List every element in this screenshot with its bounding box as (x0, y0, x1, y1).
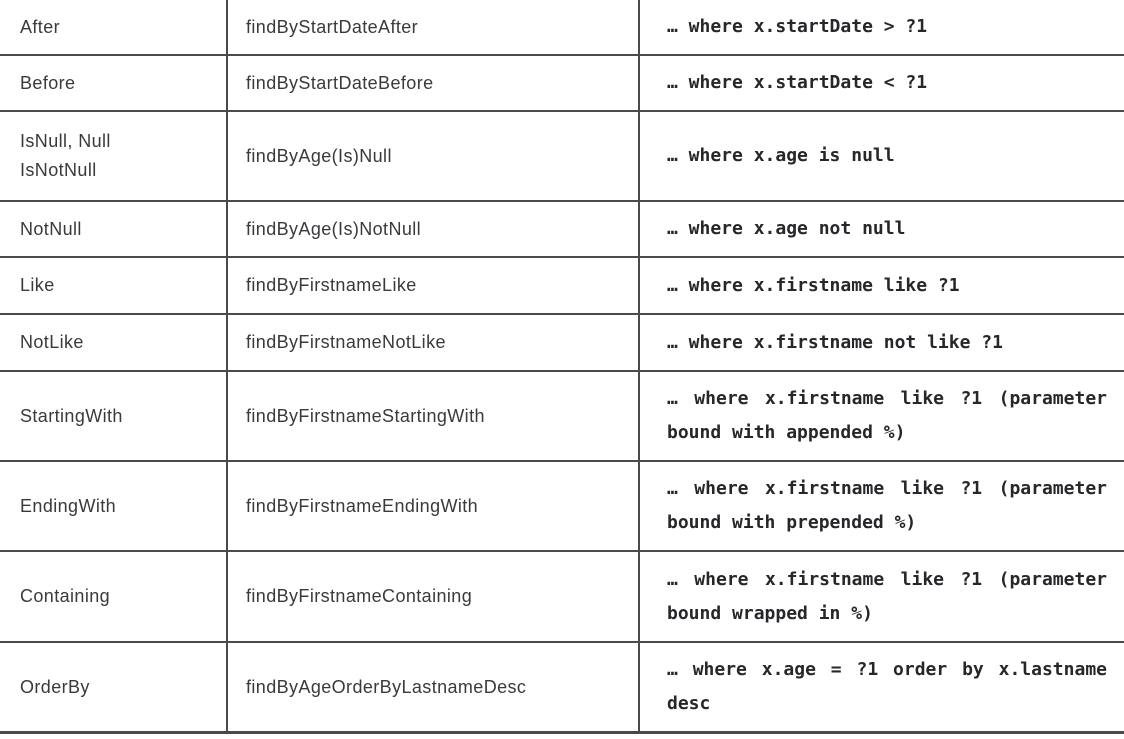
jpql-snippet-cell: … where x.startDate < ?1 (638, 55, 1124, 112)
jpql-snippet-cell: … where x.firstname not like ?1 (638, 314, 1124, 372)
jpql-snippet-text: … where x.age not null (667, 218, 906, 239)
keyword-cell: After (0, 0, 227, 56)
sample-method-text: findByAge(Is)Null (246, 145, 392, 166)
jpql-snippet-cell: … where x.firstname like ?1 (parameter b… (638, 371, 1124, 462)
jpql-snippet-text: … where x.firstname like ?1 (parameter b… (667, 478, 1107, 533)
sample-method-cell: findByStartDateAfter (226, 0, 639, 56)
sample-method-cell: findByAgeOrderByLastnameDesc (226, 642, 639, 734)
sample-method-text: findByFirstnameStartingWith (246, 405, 485, 426)
sample-method-cell: findByFirstnameStartingWith (226, 371, 639, 462)
table-row: Before findByStartDateBefore … where x.s… (0, 55, 1124, 112)
jpql-snippet-text: … where x.firstname like ?1 (667, 274, 960, 296)
sample-method-cell: findByFirstnameContaining (226, 551, 639, 643)
keyword-text: OrderBy (20, 676, 90, 697)
jpql-snippet-text: … where x.firstname like ?1 (parameter b… (667, 388, 1107, 443)
keyword-text: NotNull (20, 218, 82, 239)
keyword-cell: OrderBy (0, 642, 227, 734)
keyword-text: EndingWith (20, 495, 117, 516)
jpql-snippet-cell: … where x.age = ?1 order by x.lastname d… (638, 642, 1124, 734)
sample-method-cell: findByAge(Is)Null (226, 111, 639, 202)
sample-method-text: findByStartDateAfter (246, 16, 419, 37)
sample-method-text: findByAge(Is)NotNull (246, 218, 422, 239)
jpql-snippet-cell: … where x.firstname like ?1 (638, 257, 1124, 315)
jpql-snippet-text: … where x.startDate < ?1 (667, 72, 928, 93)
sample-method-cell: findByFirstnameEndingWith (226, 461, 639, 552)
keyword-cell: IsNull, Null IsNotNull (0, 111, 227, 202)
jpql-snippet-text: … where x.firstname like ?1 (parameter b… (667, 568, 1107, 624)
sample-method-text: findByFirstnameNotLike (246, 332, 446, 352)
keyword-cell: StartingWith (0, 371, 227, 462)
sample-method-cell: findByFirstnameNotLike (226, 314, 639, 372)
keyword-text: Before (20, 72, 76, 93)
jpql-snippet-cell: … where x.firstname like ?1 (parameter b… (638, 551, 1124, 643)
sample-method-cell: findByAge(Is)NotNull (226, 201, 639, 258)
keyword-cell: NotNull (0, 201, 227, 258)
table-row: NotNull findByAge(Is)NotNull … where x.a… (0, 201, 1124, 258)
table-row: IsNull, Null IsNotNull findByAge(Is)Null… (0, 111, 1124, 202)
keyword-cell: Containing (0, 551, 227, 643)
sample-method-text: findByFirstnameLike (246, 275, 417, 295)
table-row: NotLike findByFirstnameNotLike … where x… (0, 314, 1124, 372)
jpql-snippet-cell: … where x.age is null (638, 111, 1124, 202)
keyword-cell: NotLike (0, 314, 227, 372)
table-row: StartingWith findByFirstnameStartingWith… (0, 371, 1124, 462)
keyword-cell: Before (0, 55, 227, 112)
table-row: Containing findByFirstnameContaining … w… (0, 551, 1124, 643)
jpql-snippet-text: … where x.startDate > ?1 (667, 16, 928, 37)
keyword-cell: EndingWith (0, 461, 227, 552)
table-row: Like findByFirstnameLike … where x.first… (0, 257, 1124, 315)
table-row: EndingWith findByFirstnameEndingWith … w… (0, 461, 1124, 552)
sample-method-text: findByFirstnameEndingWith (246, 495, 479, 516)
keyword-cell: Like (0, 257, 227, 315)
jpql-snippet-cell: … where x.firstname like ?1 (parameter b… (638, 461, 1124, 552)
keyword-text: Containing (20, 586, 111, 606)
jpql-snippet-cell: … where x.age not null (638, 201, 1124, 258)
table-row: After findByStartDateAfter … where x.sta… (0, 0, 1124, 56)
jpql-snippet-cell: … where x.startDate > ?1 (638, 0, 1124, 56)
keyword-text: After (20, 16, 61, 37)
jpql-snippet-text: … where x.age = ?1 order by x.lastname d… (667, 659, 1107, 714)
keyword-text: NotLike (20, 332, 84, 352)
sample-method-text: findByFirstnameContaining (246, 586, 473, 606)
jpql-snippet-text: … where x.firstname not like ?1 (667, 331, 1003, 353)
jpql-snippet-text: … where x.age is null (667, 145, 895, 166)
sample-method-cell: findByFirstnameLike (226, 257, 639, 315)
sample-method-text: findByAgeOrderByLastnameDesc (246, 676, 527, 697)
keyword-text: IsNull, Null IsNotNull (20, 131, 111, 180)
table-row: OrderBy findByAgeOrderByLastnameDesc … w… (0, 642, 1124, 734)
keyword-text: Like (20, 275, 55, 295)
sample-method-cell: findByStartDateBefore (226, 55, 639, 112)
keyword-text: StartingWith (20, 405, 123, 426)
sample-method-text: findByStartDateBefore (246, 72, 434, 93)
